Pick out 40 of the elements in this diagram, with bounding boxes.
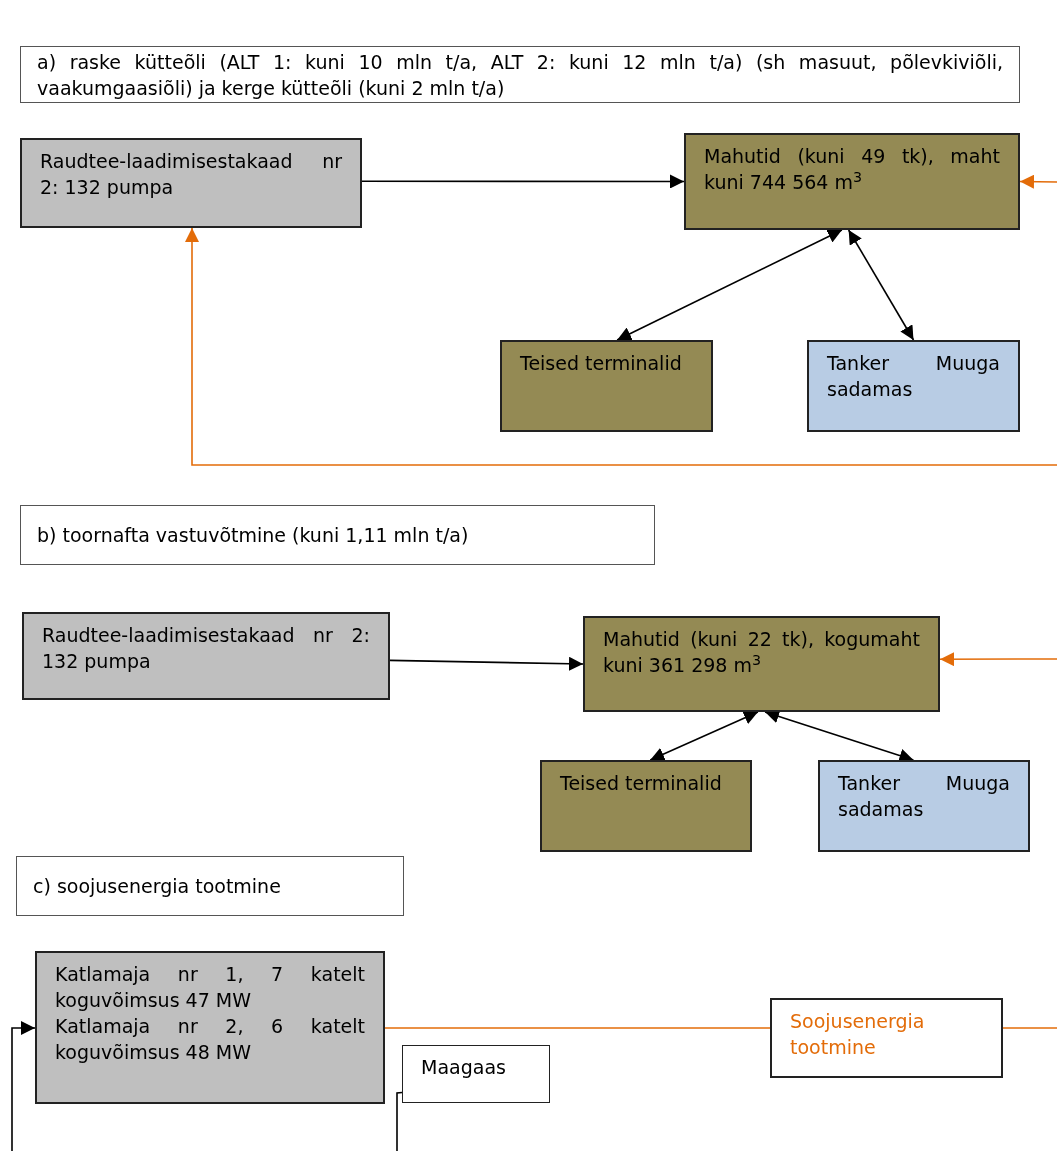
arrow bbox=[389, 656, 584, 671]
node-text: c) soojusenergia tootmine bbox=[33, 874, 282, 899]
heading-box bbox=[16, 856, 404, 916]
node-text: Maagaas bbox=[421, 1055, 507, 1080]
arrow bbox=[185, 227, 1057, 466]
node-text: b) toornafta vastuvõtmine (kuni 1,11 mln t/a) bbox=[37, 523, 470, 548]
process-box bbox=[684, 133, 1020, 230]
process-box bbox=[770, 998, 1003, 1078]
node-text: Raudtee-laadimisestakaad nr 2: 132 pumpa bbox=[42, 623, 370, 674]
node-text: Soojusenergia tootmine bbox=[790, 1009, 926, 1060]
process-box bbox=[583, 616, 940, 712]
arrow bbox=[847, 229, 915, 341]
node-text: Tanker Muuga sadamas bbox=[827, 351, 1000, 402]
process-box bbox=[402, 1045, 550, 1103]
arrow bbox=[616, 229, 843, 341]
process-box bbox=[35, 951, 385, 1104]
process-box bbox=[540, 760, 752, 852]
node-text: Katlamaja nr 1, 7 katelt koguvõimsus 47 MW bbox=[55, 962, 365, 1013]
process-box bbox=[22, 612, 390, 700]
node-text: Raudtee-laadimisestakaad nr 2: 132 pumpa bbox=[40, 149, 342, 200]
node-text: Mahutid (kuni 22 tk), kogumaht kuni 361 298 m$^{3}$ bbox=[603, 627, 920, 678]
arrow bbox=[361, 174, 685, 189]
process-box bbox=[807, 340, 1020, 432]
arrow bbox=[1019, 174, 1057, 189]
process-box bbox=[818, 760, 1030, 852]
node-text: Katlamaja nr 2, 6 katelt koguvõimsus 48 MW bbox=[55, 1014, 365, 1065]
node-text: Mahutid (kuni 49 tk), maht kuni 744 564 m$^{3}$ bbox=[704, 144, 1000, 195]
node-text: Teised terminalid bbox=[560, 771, 723, 796]
connector-line bbox=[1002, 1027, 1057, 1029]
process-box bbox=[20, 138, 362, 228]
arrow bbox=[11, 1021, 36, 1151]
connector-line bbox=[384, 1027, 771, 1029]
process-box bbox=[500, 340, 713, 432]
arrow bbox=[939, 652, 1057, 667]
node-text: Tanker Muuga sadamas bbox=[838, 771, 1010, 822]
node-text: a) raske kütteõli (ALT 1: kuni 10 mln t/a, ALT 2: kuni 12 mln t/a) (sh masuut, põlevkiviõli, vaakumgaasiõli) ja kerge kütteõli (kuni 2 mln t/a) bbox=[37, 49, 1003, 101]
node-text: Teised terminalid bbox=[520, 351, 683, 376]
connector-line bbox=[396, 1091, 403, 1151]
arrow bbox=[649, 711, 759, 761]
heading-box bbox=[20, 505, 655, 565]
